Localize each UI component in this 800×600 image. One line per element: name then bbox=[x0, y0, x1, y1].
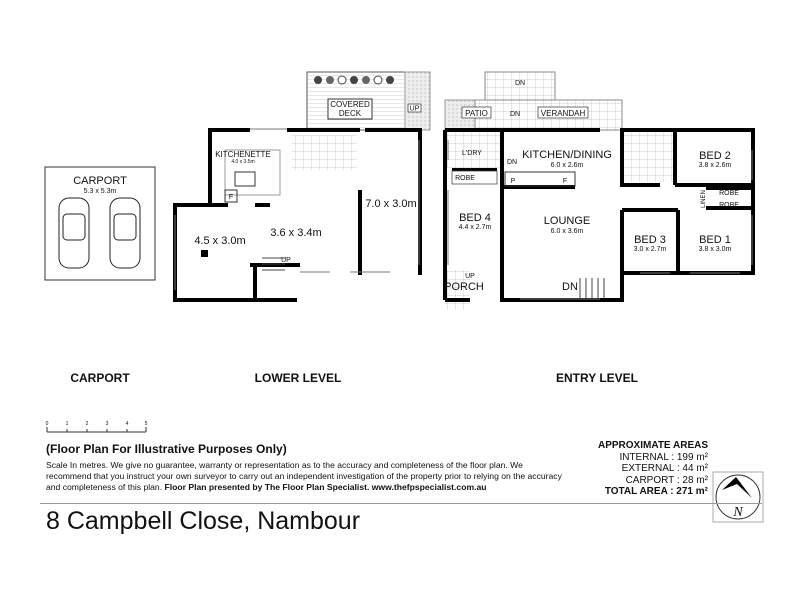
area-external: EXTERNAL : 44 m² bbox=[621, 463, 708, 474]
area-total: TOTAL AREA : 271 m² bbox=[604, 486, 708, 497]
room-size-label: 3.6 x 3.4m bbox=[270, 227, 321, 239]
disclaimer-credit: Floor Plan presented by The Floor Plan S… bbox=[164, 482, 487, 492]
property-address: 8 Campbell Close, Nambour bbox=[46, 507, 361, 535]
kitchen-dining-label: KITCHEN/DINING bbox=[522, 149, 612, 161]
bed3-size: 3.0 x 2.7m bbox=[634, 246, 667, 253]
carport-level-title: CARPORT bbox=[70, 371, 130, 385]
carport: CARPORT 5.3 x 5.3m bbox=[44, 166, 156, 281]
lounge-label: LOUNGE bbox=[544, 215, 590, 227]
deck-label-2: DECK bbox=[339, 109, 362, 118]
room-size-label: 7.0 x 3.0m bbox=[365, 198, 416, 210]
porch-label: PORCH bbox=[444, 281, 484, 293]
scale-tick: 0 bbox=[46, 421, 49, 427]
pantry-label: P bbox=[511, 178, 516, 185]
lower-level-plan: COVERED DECK UP KITCHENETTE 4.0 x 3.5m F… bbox=[173, 71, 431, 302]
approximate-areas: APPROXIMATE AREAS INTERNAL : 199 m² EXTE… bbox=[580, 440, 708, 498]
disclaimer-title: (Floor Plan For Illustrative Purposes On… bbox=[46, 442, 287, 456]
bed4-label: BED 4 bbox=[459, 212, 491, 224]
porch-up-label: UP bbox=[465, 273, 475, 280]
compass-north-icon: N bbox=[712, 471, 764, 523]
laundry-dn-label: DN bbox=[507, 159, 517, 166]
area-carport: CARPORT : 28 m² bbox=[625, 474, 708, 486]
carport-size: 5.3 x 5.3m bbox=[84, 188, 117, 195]
front-stairs-dn-label: DN bbox=[562, 281, 578, 293]
area-internal: INTERNAL : 199 m² bbox=[619, 451, 708, 463]
deck-label: COVERED bbox=[330, 100, 370, 109]
carport-label: CARPORT bbox=[73, 175, 127, 187]
verandah-label: VERANDAH bbox=[541, 109, 586, 118]
fridge-label: F bbox=[563, 178, 567, 185]
stairs-dn-label: DN bbox=[515, 80, 525, 87]
car-icon bbox=[58, 197, 90, 269]
deck-up-label: UP bbox=[410, 106, 420, 113]
lounge-size: 6.0 x 3.6m bbox=[551, 228, 584, 235]
scale-tick: 4 bbox=[126, 421, 129, 427]
robe-label: ROBE bbox=[455, 175, 475, 182]
scale-tick: 1 bbox=[66, 421, 69, 427]
areas-heading: APPROXIMATE AREAS bbox=[598, 440, 709, 451]
scale-bar: 0 1 2 3 4 5 bbox=[46, 421, 148, 433]
plant-icons bbox=[314, 75, 394, 85]
kitchenette-size: 4.0 x 3.5m bbox=[231, 159, 254, 165]
car-icon bbox=[109, 197, 141, 269]
room-size-label: 4.5 x 3.0m bbox=[194, 235, 245, 247]
kitchen-dining-size: 6.0 x 2.6m bbox=[551, 162, 584, 169]
stairs-up-label: UP bbox=[281, 257, 291, 264]
entry-level-title: ENTRY LEVEL bbox=[556, 371, 638, 385]
bed1-size: 3.8 x 3.0m bbox=[699, 246, 732, 253]
patio-dn-label: DN bbox=[510, 111, 520, 118]
disclaimer-text: Scale In metres. We give no guarantee, w… bbox=[46, 460, 566, 493]
scale-tick: 3 bbox=[106, 421, 109, 427]
fridge-label: F bbox=[229, 194, 233, 201]
bed4-size: 4.4 x 2.7m bbox=[459, 224, 492, 231]
robe-label: ROBE bbox=[719, 202, 739, 209]
kitchenette-label: KITCHENETTE bbox=[215, 150, 271, 159]
scale-tick: 2 bbox=[86, 421, 89, 427]
divider bbox=[40, 503, 762, 504]
laundry-label: L'DRY bbox=[462, 150, 482, 157]
compass-label: N bbox=[732, 505, 743, 520]
scale-tick: 5 bbox=[145, 421, 148, 427]
patio-label: PATIO bbox=[465, 109, 488, 118]
bed2-size: 3.8 x 2.6m bbox=[699, 162, 732, 169]
entry-level-plan: DN PATIO DN VERANDAH L'DRY DN KITCHEN/DI… bbox=[443, 71, 755, 310]
bed3-label: BED 3 bbox=[634, 234, 666, 246]
robe-label: ROBE bbox=[719, 190, 739, 197]
bed1-label: BED 1 bbox=[699, 234, 731, 246]
bed2-label: BED 2 bbox=[699, 150, 731, 162]
disclaimer-body: Scale In metres. We give no guarantee, w… bbox=[46, 460, 562, 492]
linen-label: LINEN bbox=[701, 190, 707, 208]
lower-level-title: LOWER LEVEL bbox=[255, 371, 342, 385]
